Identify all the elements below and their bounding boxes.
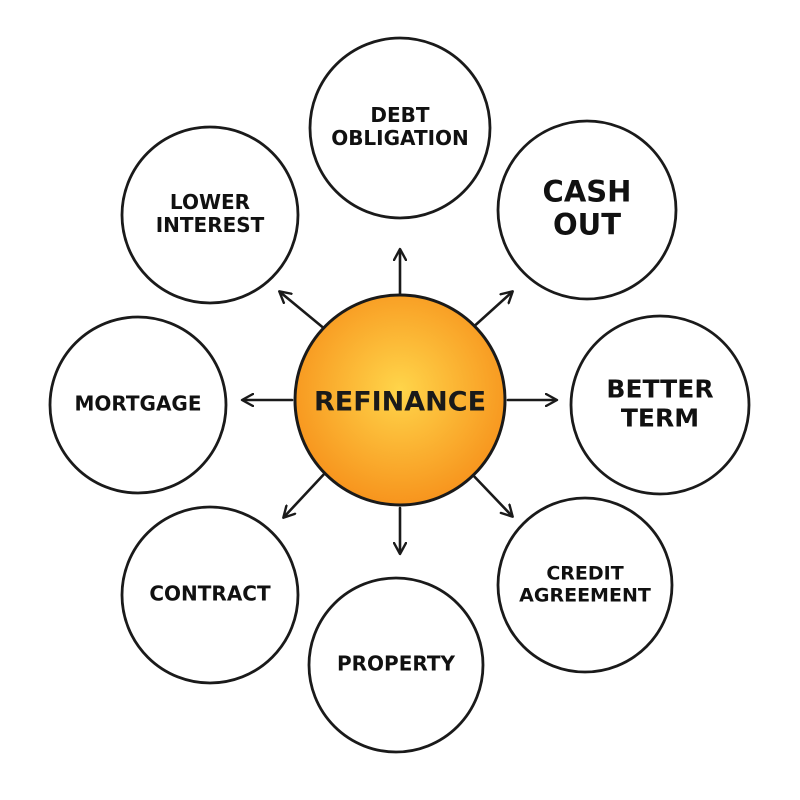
node-label-cash-out-line-2: OUT bbox=[553, 208, 621, 242]
node-circle-lower-interest bbox=[120, 125, 300, 305]
node-label-credit-agreement-line-1: CREDIT bbox=[546, 563, 623, 585]
node-circle-property bbox=[307, 576, 485, 754]
connector-arrows bbox=[243, 250, 556, 553]
node-circle-contract bbox=[120, 505, 300, 685]
node-label-lower-interest-line-1: LOWER bbox=[170, 190, 250, 214]
node-circle-mortgage bbox=[48, 315, 228, 495]
node-mortgage: MORTGAGE bbox=[48, 315, 228, 495]
arrow-to-lower-interest bbox=[280, 292, 328, 332]
node-circle-credit-agreement bbox=[496, 496, 674, 674]
node-label-mortgage-line-1: MORTGAGE bbox=[74, 392, 201, 416]
node-label-better-term-line-1: BETTER bbox=[606, 375, 713, 404]
node-circle-cash-out bbox=[496, 119, 678, 301]
arrow-to-cash-out bbox=[468, 292, 512, 332]
outer-nodes: DEBTOBLIGATIONCASHOUTBETTERTERMCREDITAGR… bbox=[48, 36, 751, 754]
node-label-credit-agreement-line-2: AGREEMENT bbox=[519, 584, 651, 606]
node-label-better-term-line-2: TERM bbox=[621, 403, 699, 432]
arrow-to-contract bbox=[284, 470, 328, 517]
node-circle-debt-obligation bbox=[308, 36, 492, 220]
node-label-contract-line-1: CONTRACT bbox=[149, 582, 271, 606]
node-label-lower-interest-line-2: INTEREST bbox=[156, 213, 265, 237]
node-label-debt-obligation-line-1: DEBT bbox=[370, 103, 430, 127]
node-contract: CONTRACT bbox=[120, 505, 300, 685]
center-label: REFINANCE bbox=[314, 387, 486, 418]
node-label-cash-out-line-1: CASH bbox=[543, 174, 632, 208]
node-label-property-line-1: PROPERTY bbox=[337, 652, 456, 676]
arrow-to-credit-agreement bbox=[468, 470, 512, 516]
center-node: REFINANCE bbox=[293, 293, 507, 507]
node-circle-better-term bbox=[569, 314, 751, 496]
node-label-debt-obligation-line-2: OBLIGATION bbox=[331, 126, 469, 150]
node-property: PROPERTY bbox=[307, 576, 485, 754]
